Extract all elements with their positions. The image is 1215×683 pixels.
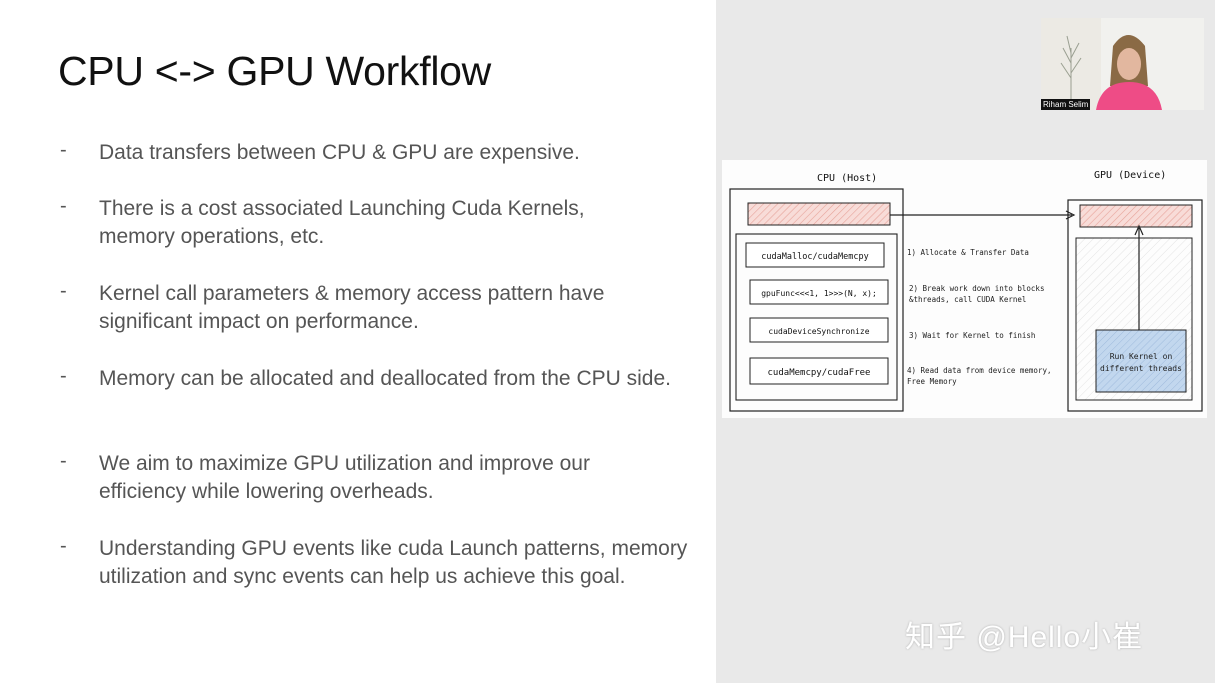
call-box (749, 279, 889, 305)
participant-name: Riham Selim (1041, 99, 1091, 110)
gpu-memory-block (1079, 204, 1193, 228)
call-box (745, 242, 885, 268)
watermark: 知乎 @Hello小崔 (905, 621, 1144, 654)
step-label: Free Memory (907, 377, 957, 386)
workflow-diagram: CPU (Host) GPU (Device) cudaMalloc/cudaM… (722, 160, 1207, 418)
call-label: cudaMalloc/cudaMemcpy (761, 252, 868, 262)
slide: CPU <-> GPU Workflow - Data transfers be… (0, 0, 716, 683)
step-label: 1) Allocate & Transfer Data (907, 248, 1029, 257)
bullet-text: We aim to maximize GPU utilization and i… (99, 452, 590, 503)
plant-icon (1060, 35, 1082, 106)
gpu-device-box (1067, 199, 1203, 412)
bullet-marker: - (60, 450, 67, 472)
bullet-text: Understanding GPU events like cuda Launc… (99, 537, 688, 588)
kernel-box (1095, 329, 1187, 393)
cpu-host-label: CPU (Host) (817, 173, 877, 184)
call-label: gpuFunc<<<1, 1>>>(N, x); (761, 289, 877, 298)
bullet-text: Kernel call parameters & memory access p… (99, 282, 605, 333)
cpu-calls-box (735, 233, 898, 401)
bullet-marker: - (60, 195, 67, 217)
arrow-head-icon (1134, 224, 1144, 236)
bullet-text: Data transfers between CPU & GPU are exp… (99, 141, 580, 164)
person-icon (1096, 35, 1162, 110)
arrow-head-icon (1065, 210, 1076, 220)
call-label: cudaMemcpy/cudaFree (768, 368, 871, 378)
cpu-memory-block (747, 202, 891, 226)
step-label: 4) Read data from device memory, (907, 366, 1052, 375)
participant-video-frame (1041, 18, 1204, 110)
step-label: 3) Wait for Kernel to finish (909, 331, 1035, 340)
bullet-text: There is a cost associated Launching Cud… (99, 197, 585, 248)
participant-video[interactable] (1041, 18, 1204, 110)
bullet-text: Memory can be allocated and deallocated … (99, 367, 671, 390)
call-label: cudaDeviceSynchronize (768, 327, 869, 336)
step-label: 2) Break work down into blocks (909, 284, 1044, 293)
bullet-marker: - (60, 139, 67, 161)
call-box (749, 357, 889, 385)
gpu-device-label: GPU (Device) (1094, 170, 1166, 181)
bullet-marker: - (60, 365, 67, 387)
kernel-label: different threads (1100, 364, 1182, 373)
bullet-marker: - (60, 280, 67, 302)
cpu-host-box (729, 188, 904, 412)
kernel-label: Run Kernel on (1110, 352, 1173, 361)
slide-title: CPU <-> GPU Workflow (58, 48, 491, 94)
step-label: &threads, call CUDA Kernel (909, 295, 1026, 304)
call-box (749, 317, 889, 343)
bullet-list: - Data transfers between CPU & GPU are e… (60, 139, 688, 588)
bullet-marker: - (60, 535, 67, 557)
